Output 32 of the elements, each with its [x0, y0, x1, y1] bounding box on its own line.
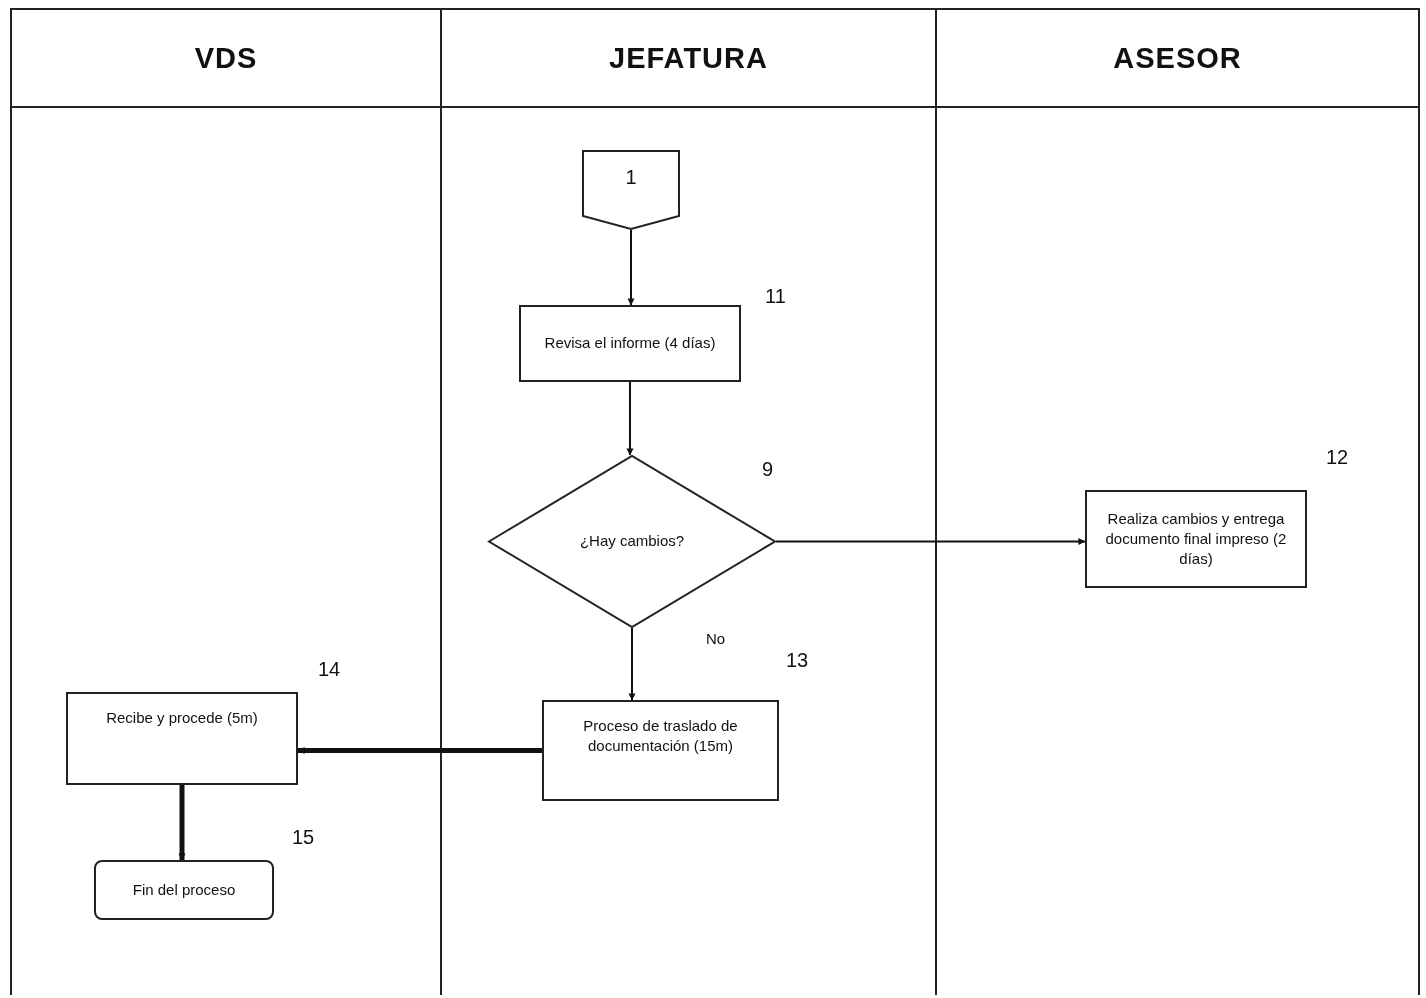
arrow [626, 381, 634, 456]
node-text: ¿Hay cambios? [579, 531, 685, 552]
step-number: 15 [292, 826, 315, 849]
decision-diamond [488, 455, 776, 628]
arrow [775, 538, 1086, 545]
swimlane [935, 8, 1420, 995]
step-number: 12 [1326, 446, 1349, 469]
node-text: Proceso de traslado de documentación (15m) [582, 716, 739, 757]
step-number: 11 [765, 285, 786, 308]
swimlane [10, 8, 440, 995]
swimlane [440, 8, 935, 995]
arrow [297, 747, 542, 754]
step-number: 14 [318, 658, 341, 681]
lane-title: VDS [12, 10, 440, 108]
step-number: 9 [762, 458, 774, 481]
lane-title: ASESOR [937, 10, 1418, 108]
arrow [178, 785, 186, 861]
node-text: 1 [625, 165, 637, 190]
arrow [628, 627, 636, 701]
process-box [1085, 490, 1307, 588]
node-text: Realiza cambios y entrega documento final impreso (2 días) [1104, 508, 1288, 570]
process-box [66, 692, 298, 785]
off-page-connector [582, 150, 680, 230]
step-number: 13 [786, 649, 809, 672]
lane-title: JEFATURA [442, 10, 935, 108]
terminator-box [94, 860, 274, 920]
node-text: Revisa el informe (4 días) [544, 333, 716, 354]
process-box [519, 305, 741, 382]
process-box [542, 700, 779, 801]
node-text: Recibe y procede (5m) [106, 708, 258, 728]
node-text: Fin del proceso [132, 879, 236, 900]
arrow [627, 229, 635, 306]
